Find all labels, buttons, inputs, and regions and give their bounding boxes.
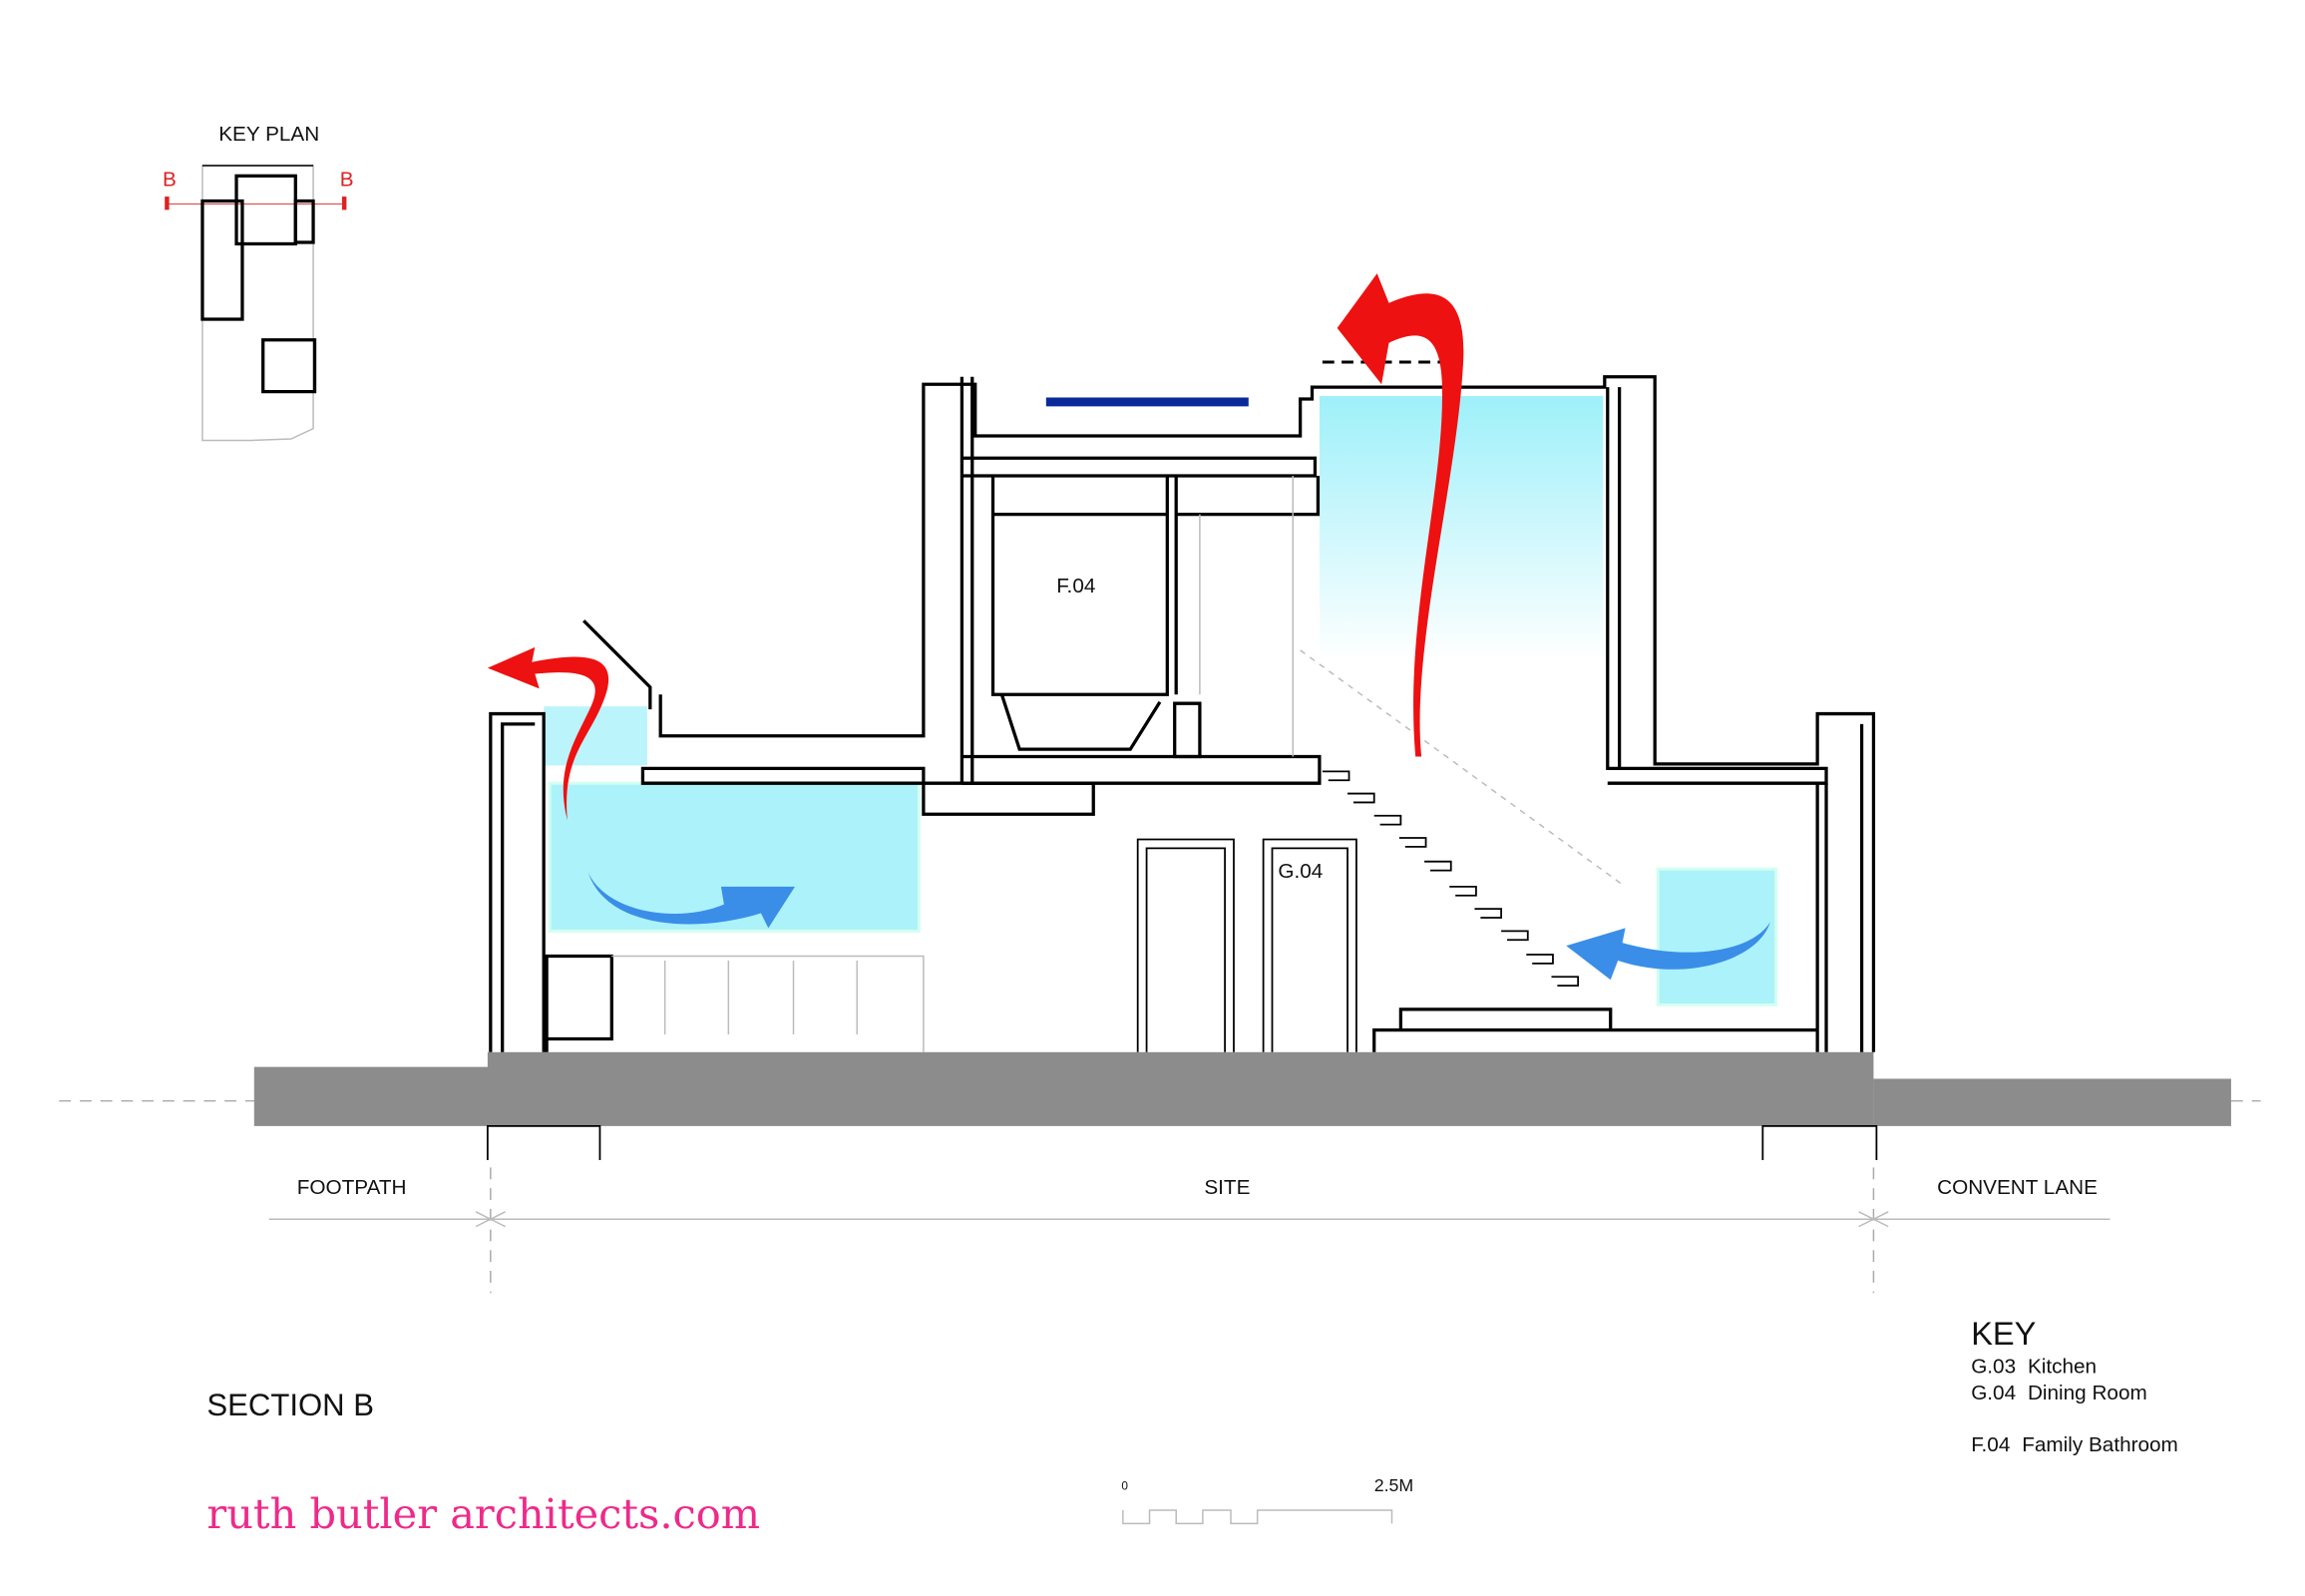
key-title: KEY — [1971, 1315, 2036, 1352]
key-code: G.04 — [1971, 1382, 2016, 1404]
key-legend: KEY G.03 Kitchen G.04 Dining Room F.04 Fami… — [1971, 1315, 2178, 1456]
site-dimensions: FOOTPATH SITE CONVENT LANE — [268, 1167, 2111, 1294]
zone-convent-lane: CONVENT LANE — [1937, 1176, 2098, 1199]
key-item: G.04 Dining Room — [1971, 1382, 2147, 1404]
room-label-g04: G.04 — [1278, 860, 1323, 883]
key-item: G.03 Kitchen — [1971, 1355, 2097, 1378]
brand-logo: ruth butler architects.com — [206, 1490, 760, 1538]
room-label-f04: F.04 — [1056, 575, 1095, 598]
zone-footpath: FOOTPATH — [297, 1176, 407, 1199]
key-label: Dining Room — [2028, 1382, 2147, 1404]
key-plan-title: KEY PLAN — [218, 123, 319, 146]
section-marker-right: B — [340, 169, 354, 192]
hot-air-arrow-left — [487, 646, 609, 821]
key-plan: KEY PLAN B B — [163, 123, 354, 442]
scale-start: 0 — [1121, 1478, 1128, 1492]
section-marker-left: B — [163, 169, 177, 192]
skylight-glazing — [1319, 396, 1604, 662]
hot-air-arrow-right — [1337, 273, 1464, 757]
key-item: F.04 Family Bathroom — [1971, 1433, 2178, 1456]
key-code: G.03 — [1971, 1355, 2016, 1378]
key-label: Family Bathroom — [2022, 1433, 2178, 1456]
building-section — [489, 360, 1876, 1052]
scale-bar: 0 2.5M — [1121, 1475, 1414, 1525]
cool-air-arrow-right — [1566, 922, 1770, 981]
scale-end: 2.5M — [1374, 1475, 1414, 1495]
section-title: SECTION B — [206, 1388, 374, 1422]
key-label: Kitchen — [2028, 1355, 2097, 1378]
cool-air-arrow-left — [587, 872, 795, 929]
ground — [59, 1051, 2261, 1160]
zone-site: SITE — [1204, 1176, 1250, 1199]
key-code: F.04 — [1971, 1433, 2010, 1456]
